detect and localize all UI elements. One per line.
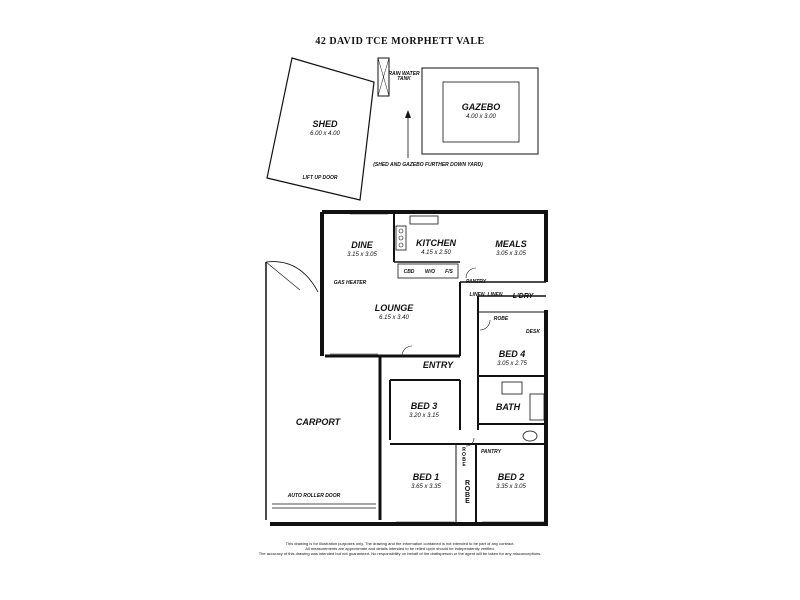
robe-bed3-label: ROBE bbox=[461, 447, 467, 467]
shed-outline bbox=[266, 57, 375, 201]
house-outer-wall bbox=[322, 210, 548, 282]
tank-label: RAIN WATER TANK bbox=[388, 71, 420, 82]
yard-note: (SHED AND GAZEBO FURTHER DOWN YARD) bbox=[373, 162, 483, 168]
linen-label-1: LINEN bbox=[469, 292, 485, 298]
dine-dim: 3.15 x 3.05 bbox=[347, 252, 377, 258]
shed-door-label: LIFT UP DOOR bbox=[302, 175, 338, 181]
dine-label: DINE bbox=[351, 240, 373, 250]
laundry-label: L'DRY bbox=[512, 293, 534, 300]
bed4-dim: 3.05 x 2.75 bbox=[497, 361, 527, 367]
rain-water-tank bbox=[377, 57, 390, 97]
kitchen-dim: 4.15 x 2.50 bbox=[421, 250, 451, 256]
bed3-dim: 3.20 x 3.15 bbox=[409, 413, 439, 419]
bed2-dim: 3.35 x 3.05 bbox=[496, 484, 526, 490]
bath-label: BATH bbox=[495, 402, 521, 412]
bed2-label: BED 2 bbox=[497, 472, 525, 482]
kitchen-sink bbox=[409, 215, 439, 225]
robe-bed1-label: ROBE bbox=[464, 480, 471, 504]
bed1-dim: 3.65 x 3.35 bbox=[411, 484, 441, 490]
disclaimer-line-2: All measurements are approximate and det… bbox=[305, 546, 495, 551]
disclaimer-line-3: The accuracy of this drawing was intende… bbox=[258, 551, 542, 556]
stove bbox=[395, 225, 407, 251]
meals-label: MEALS bbox=[495, 239, 527, 249]
robe-bed4-label: ROBE bbox=[493, 316, 509, 322]
desk-label: DESK bbox=[526, 329, 540, 335]
bed3-label: BED 3 bbox=[410, 401, 438, 411]
pantry-label: PANTRY bbox=[465, 279, 487, 285]
shed-label: SHED bbox=[312, 119, 338, 129]
page-title: 42 DAVID TCE MORPHETT VALE bbox=[315, 36, 485, 47]
carport-label: CARPORT bbox=[295, 417, 341, 427]
entry-label: ENTRY bbox=[422, 360, 454, 370]
fs-label: F/S bbox=[445, 269, 453, 275]
bed4-label: BED 4 bbox=[498, 349, 526, 359]
meals-dim: 3.05 x 3.05 bbox=[496, 251, 526, 257]
pantry2-label: PANTRY bbox=[480, 449, 502, 455]
gas-heater-label: GAS HEATER bbox=[333, 280, 367, 286]
kitchen-label: KITCHEN bbox=[416, 238, 456, 248]
disclaimer-line-1: This drawing is for illustration purpose… bbox=[285, 541, 515, 546]
lounge-dim: 6.15 x 3.40 bbox=[379, 315, 409, 321]
bed1-label: BED 1 bbox=[412, 472, 440, 482]
gazebo-outline bbox=[421, 67, 539, 155]
lounge-label: LOUNGE bbox=[374, 303, 414, 313]
cbd-label: CBD bbox=[403, 269, 415, 275]
roller-door-label: AUTO ROLLER DOOR bbox=[287, 493, 341, 499]
wo-label: W/O bbox=[425, 269, 435, 275]
linen-label-2: LINEN bbox=[487, 292, 503, 298]
shed-dim: 6.00 x 4.00 bbox=[310, 131, 340, 137]
gazebo-dim: 4.00 x 3.00 bbox=[466, 114, 496, 120]
bathtub bbox=[529, 393, 545, 421]
gazebo-label: GAZEBO bbox=[461, 102, 501, 112]
